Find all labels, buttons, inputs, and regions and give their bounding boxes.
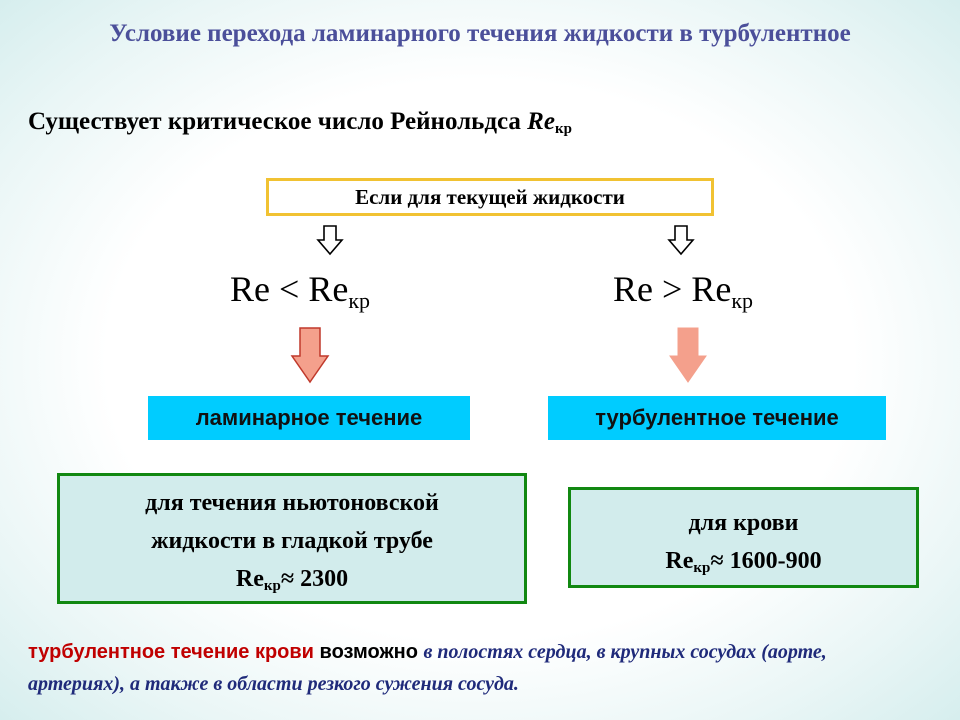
note-plain-text: возможно xyxy=(313,641,424,663)
formula-turbulent: Re > Reкр xyxy=(613,268,753,314)
re-symbol: Re xyxy=(235,566,264,592)
formula-rhs: Re xyxy=(691,269,732,309)
turbulent-flow-label: турбулентное течение xyxy=(548,396,886,440)
newton-line1: для течения ньютоновской xyxy=(145,490,439,516)
formula-operator: > xyxy=(662,269,683,309)
newton-value-line: Reкр≈ 2300 xyxy=(60,560,524,605)
re-symbol: Re xyxy=(527,108,555,135)
blood-value: 1600-900 xyxy=(723,548,822,574)
note-red-text: турбулентное течение крови xyxy=(28,641,314,663)
newton-line2: жидкости в гладкой трубе xyxy=(151,528,433,554)
formula-operator: < xyxy=(279,269,300,309)
re-subscript: кр xyxy=(693,560,711,576)
re-subscript: кр xyxy=(263,578,281,594)
hollow-down-arrow-icon xyxy=(667,225,695,256)
critical-reynolds-statement: Существует критическое число Рейнольдса … xyxy=(28,108,572,138)
filled-down-arrow-icon xyxy=(669,327,707,383)
filled-down-arrow-icon xyxy=(290,327,330,384)
re-symbol: Re xyxy=(665,548,694,574)
newtonian-fluid-box: для течения ньютоновской жидкости в глад… xyxy=(57,473,527,604)
blood-value-line: Reкр≈ 1600-900 xyxy=(571,542,916,587)
newton-value: 2300 xyxy=(294,566,349,592)
formula-rhs: Re xyxy=(308,269,349,309)
hollow-down-arrow-icon xyxy=(316,225,344,256)
formula-laminar: Re < Reкр xyxy=(230,268,370,314)
formula-lhs: Re xyxy=(613,269,653,309)
note-italic-text: в полостях сердца, в крупных сосудах (ао… xyxy=(28,641,827,695)
formula-subscript: кр xyxy=(348,288,371,313)
re-subscript: кр xyxy=(554,121,572,137)
formula-lhs: Re xyxy=(230,269,270,309)
formula-subscript: кр xyxy=(731,288,754,313)
approx-sign: ≈ xyxy=(280,566,295,592)
blood-box: для крови Reкр≈ 1600-900 xyxy=(568,487,919,588)
blood-turbulence-note: турбулентное течение крови возможно в по… xyxy=(28,636,928,700)
condition-box: Если для текущей жидкости xyxy=(266,178,714,216)
statement-text: Существует критическое число Рейнольдса xyxy=(28,108,528,135)
slide-title: Условие перехода ламинарного течения жид… xyxy=(109,20,851,47)
approx-sign: ≈ xyxy=(710,548,724,574)
laminar-flow-label: ламинарное течение xyxy=(148,396,470,440)
blood-line1: для крови xyxy=(688,510,799,536)
